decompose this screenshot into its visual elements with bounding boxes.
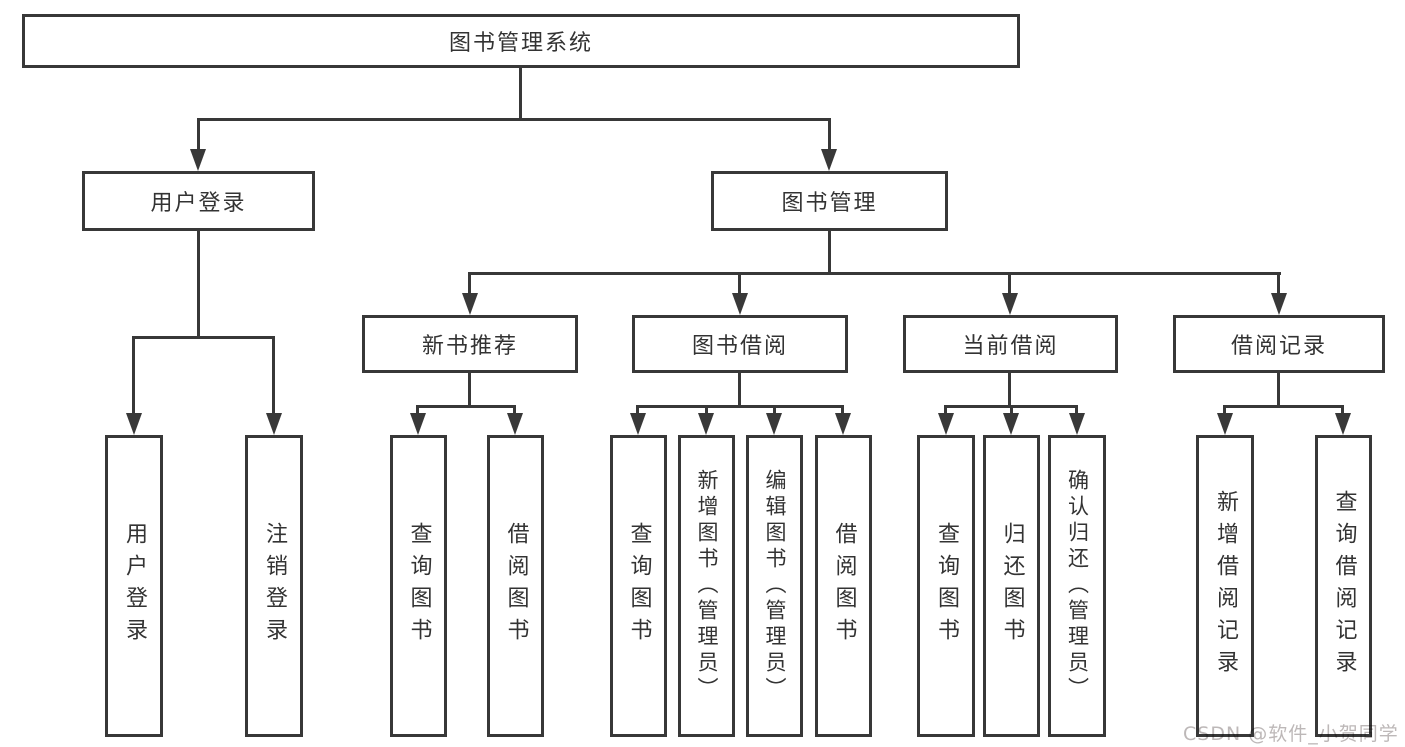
arrowhead-borrow-records xyxy=(1271,293,1287,315)
node-user-login: 用户登录 xyxy=(82,171,315,231)
connector-root-stem xyxy=(519,68,522,118)
arrowhead-current-query xyxy=(938,413,954,435)
connector-stem-confirm-return xyxy=(1075,405,1078,417)
connector-bookborrow-stem xyxy=(738,373,741,405)
node-root: 图书管理系统 xyxy=(22,14,1020,68)
leaf-query-borrow-record-label: 查询借阅记录 xyxy=(1331,490,1357,682)
leaf-confirm-return-admin: 确认归还（管理员） xyxy=(1048,435,1106,737)
connector-stem-borrow-books xyxy=(841,405,844,417)
connector-recommend-stem xyxy=(468,373,471,405)
node-borrow-records-label: 借阅记录 xyxy=(1230,334,1327,359)
connector-stem-return-books xyxy=(1010,405,1013,417)
connector-userlogin-rail xyxy=(132,336,275,339)
connector-records-rail xyxy=(1223,405,1344,408)
arrowhead-new-book-recommend xyxy=(462,293,478,315)
arrowhead-recommend-borrow xyxy=(507,413,523,435)
connector-stem-user-login xyxy=(197,118,200,151)
connector-userlogin-stem xyxy=(197,231,200,336)
node-new-book-recommend-label: 新书推荐 xyxy=(421,334,518,359)
arrowhead-return-books xyxy=(1003,413,1019,435)
node-borrow-records: 借阅记录 xyxy=(1173,315,1385,373)
arrowhead-add-record xyxy=(1217,413,1233,435)
arrowhead-leaf-logout xyxy=(266,413,282,435)
connector-bookborrow-rail xyxy=(636,405,844,408)
leaf-borrow-query-books-label: 查询图书 xyxy=(626,522,652,650)
arrowhead-borrow-query xyxy=(630,413,646,435)
arrowhead-recommend-query xyxy=(410,413,426,435)
leaf-return-books-label: 归还图书 xyxy=(999,522,1025,650)
leaf-current-query-books: 查询图书 xyxy=(917,435,975,737)
arrowhead-book-borrow xyxy=(732,293,748,315)
leaf-query-borrow-record: 查询借阅记录 xyxy=(1315,435,1372,737)
connector-stem-recommend-borrow xyxy=(513,405,516,417)
node-current-borrow-label: 当前借阅 xyxy=(962,334,1059,359)
connector-stem-current-borrow xyxy=(1008,272,1011,295)
leaf-borrow-books-label: 借阅图书 xyxy=(831,522,857,650)
connector-stem-add-record xyxy=(1223,405,1226,417)
connector-root-rail xyxy=(197,118,831,121)
leaf-edit-books-admin: 编辑图书（管理员） xyxy=(746,435,803,737)
leaf-borrow-query-books: 查询图书 xyxy=(610,435,667,737)
leaf-add-books-admin: 新增图书（管理员） xyxy=(678,435,735,737)
arrowhead-borrow-books xyxy=(835,413,851,435)
connector-stem-edit-books xyxy=(773,405,776,417)
connector-records-stem xyxy=(1277,373,1280,405)
connector-stem-leaf-logout xyxy=(272,336,275,415)
connector-stem-leaf-user-login xyxy=(132,336,135,415)
connector-stem-add-books xyxy=(705,405,708,417)
node-book-management: 图书管理 xyxy=(711,171,948,231)
connector-bookmgmt-rail xyxy=(468,272,1281,275)
node-book-borrow: 图书借阅 xyxy=(632,315,848,373)
leaf-edit-books-admin-label: 编辑图书（管理员） xyxy=(763,469,787,703)
leaf-return-books: 归还图书 xyxy=(983,435,1040,737)
arrowhead-user-login xyxy=(190,149,206,171)
arrowhead-add-books xyxy=(698,413,714,435)
leaf-logout: 注销登录 xyxy=(245,435,303,737)
csdn-watermark: CSDN @软件_小贺同学 xyxy=(1183,723,1399,745)
arrowhead-leaf-user-login xyxy=(126,413,142,435)
connector-bookmgmt-stem xyxy=(828,231,831,272)
connector-currentborrow-stem xyxy=(1008,373,1011,405)
arrowhead-book-management xyxy=(821,149,837,171)
node-user-login-label: 用户登录 xyxy=(150,191,247,216)
leaf-add-books-admin-label: 新增图书（管理员） xyxy=(695,469,719,703)
leaf-recommend-borrow-books-label: 借阅图书 xyxy=(503,522,529,650)
node-current-borrow: 当前借阅 xyxy=(903,315,1118,373)
connector-stem-new-book-recommend xyxy=(468,272,471,295)
leaf-recommend-query-books: 查询图书 xyxy=(390,435,447,737)
node-book-management-label: 图书管理 xyxy=(781,191,878,216)
arrowhead-query-record xyxy=(1335,413,1351,435)
leaf-logout-label: 注销登录 xyxy=(262,522,287,650)
leaf-user-login: 用户登录 xyxy=(105,435,163,737)
leaf-user-login-label: 用户登录 xyxy=(122,522,147,650)
connector-stem-query-record xyxy=(1341,405,1344,417)
connector-recommend-rail xyxy=(416,405,516,408)
leaf-borrow-books: 借阅图书 xyxy=(815,435,872,737)
leaf-current-query-books-label: 查询图书 xyxy=(934,522,959,650)
connector-stem-recommend-query xyxy=(416,405,419,417)
arrowhead-confirm-return xyxy=(1069,413,1085,435)
connector-stem-book-management xyxy=(828,118,831,151)
node-book-borrow-label: 图书借阅 xyxy=(691,334,788,359)
connector-stem-current-query xyxy=(944,405,947,417)
connector-stem-borrow-records xyxy=(1277,272,1280,295)
node-new-book-recommend: 新书推荐 xyxy=(362,315,578,373)
node-root-label: 图书管理系统 xyxy=(448,31,593,56)
connector-stem-book-borrow xyxy=(738,272,741,295)
arrowhead-edit-books xyxy=(766,413,782,435)
arrowhead-current-borrow xyxy=(1002,293,1018,315)
leaf-add-borrow-record-label: 新增借阅记录 xyxy=(1213,490,1238,682)
leaf-recommend-borrow-books: 借阅图书 xyxy=(487,435,544,737)
leaf-confirm-return-admin-label: 确认归还（管理员） xyxy=(1065,469,1090,703)
connector-stem-borrow-query xyxy=(636,405,639,417)
leaf-add-borrow-record: 新增借阅记录 xyxy=(1196,435,1254,737)
leaf-recommend-query-books-label: 查询图书 xyxy=(406,522,432,650)
